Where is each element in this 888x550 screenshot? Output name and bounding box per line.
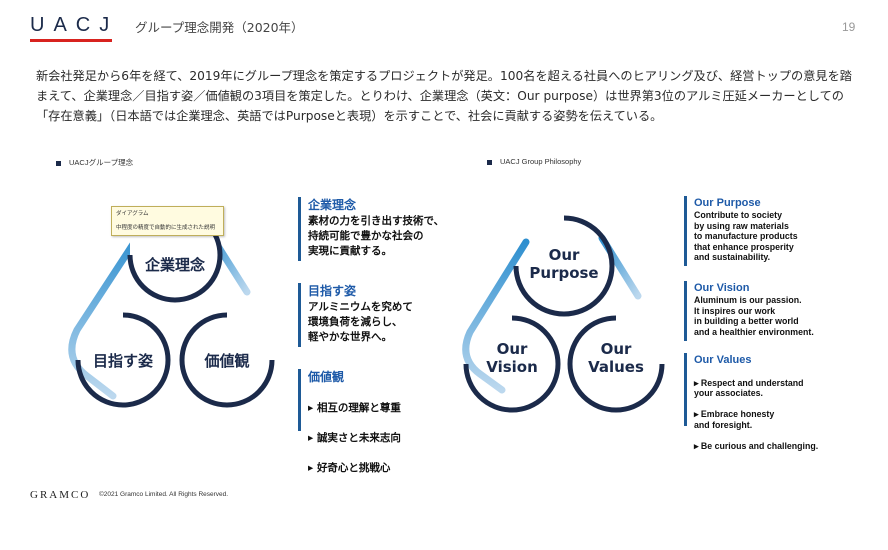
jp-value-item: 誠実さと未来志向 [308,431,401,446]
diagram-label-right-line1: Our [601,340,632,358]
jp-value-item: 相互の理解と尊重 [308,401,401,416]
circle-top-ring [513,215,615,317]
jp-pillar-vision: 目指す姿 アルミニウムを究めて 環境負荷を減らし、 軽やかな世界へ。 [298,283,413,347]
flow-arm-left [68,228,145,400]
diagram-label-left: 目指す姿 [93,352,153,370]
diagram-label-top-line2: Purpose [529,264,598,282]
slide-title: グループ理念開発（2020年） [135,20,304,35]
circle-right-ring [567,315,665,413]
diagram-label-left-line1: Our [497,340,528,358]
footer-copyright: ©2021 Gramco Limited. All Rights Reserve… [99,491,229,498]
logo-underline [30,39,112,42]
en-pillar-values-body: Respect and understand your associates. … [694,367,818,462]
jp-pillar-vision-title: 目指す姿 [308,284,357,298]
diagram-label-right-line2: Values [588,358,644,376]
diagram-label-top: 企業理念 [144,256,205,274]
en-pillar-values: Our Values Respect and understand your a… [684,353,818,451]
en-value-item: Be curious and challenging. [694,441,818,452]
en-value-item: Embrace honesty and foresight. [694,409,818,430]
jp-pillar-values: 価値観 相互の理解と尊重 誠実さと未来志向 好奇心と挑戦心 [298,369,401,474]
section-label-en: UACJ Group Philosophy [487,157,581,166]
jp-pillar-purpose-body: 素材の力を引き出す技術で、 持続可能で豊かな社会の 実現に貢献する。 [308,215,445,257]
company-logo: UACJ [30,14,119,36]
en-pillar-purpose: Our Purpose Contribute to society by usi… [684,196,798,266]
section-label-jp: UACJグループ理念 [56,157,133,168]
jp-value-item: 好奇心と挑戦心 [308,461,401,476]
circle-right-ring [179,312,275,408]
section-label-en-text: UACJ Group Philosophy [500,157,582,166]
en-pillar-vision: Our Vision Aluminum is our passion. It i… [684,281,814,341]
jp-pillar-purpose: 企業理念 素材の力を引き出す技術で、 持続可能で豊かな社会の 実現に貢献する。 [298,197,444,261]
tooltip-description: 中程度の精度で自動的に生成された説明 [116,225,216,231]
diagram-tooltip: ダイアグラム 中程度の精度で自動的に生成された説明 [111,206,224,236]
en-pillar-vision-body: Aluminum is our passion. It inspires our… [694,295,814,337]
en-philosophy-diagram: Our Purpose Our Vision Our Values [462,215,665,424]
section-label-jp-text: UACJグループ理念 [69,158,134,167]
jp-pillar-values-body: 相互の理解と尊重 誠実さと未来志向 好奇心と挑戦心 [308,386,401,491]
diagram-label-right: 価値観 [203,352,249,370]
jp-pillar-purpose-title: 企業理念 [308,198,357,212]
flow-arm-left [462,238,530,394]
footer-logo: GRAMCO [30,489,91,501]
en-pillar-values-title: Our Values [694,354,752,366]
en-pillar-purpose-body: Contribute to society by using raw mater… [694,210,798,262]
tooltip-title: ダイアグラム [116,211,149,217]
intro-paragraph: 新会社発足から6年を経て、2019年にグループ理念を策定するプロジェクトが発足。… [36,69,852,123]
jp-pillar-vision-body: アルミニウムを究めて 環境負荷を減らし、 軽やかな世界へ。 [308,301,413,343]
diagram-label-top-line1: Our [549,246,580,264]
en-value-item: Respect and understand your associates. [694,378,818,399]
en-pillar-purpose-title: Our Purpose [694,197,761,209]
bullet-square-icon [487,159,492,165]
jp-pillar-values-title: 価値観 [308,370,345,384]
bullet-square-icon [56,160,61,166]
circle-left-ring [463,315,561,413]
page-number: 19 [842,20,856,34]
diagram-label-left-line2: Vision [486,358,538,376]
en-pillar-vision-title: Our Vision [694,282,750,294]
circle-left-ring [75,312,171,408]
